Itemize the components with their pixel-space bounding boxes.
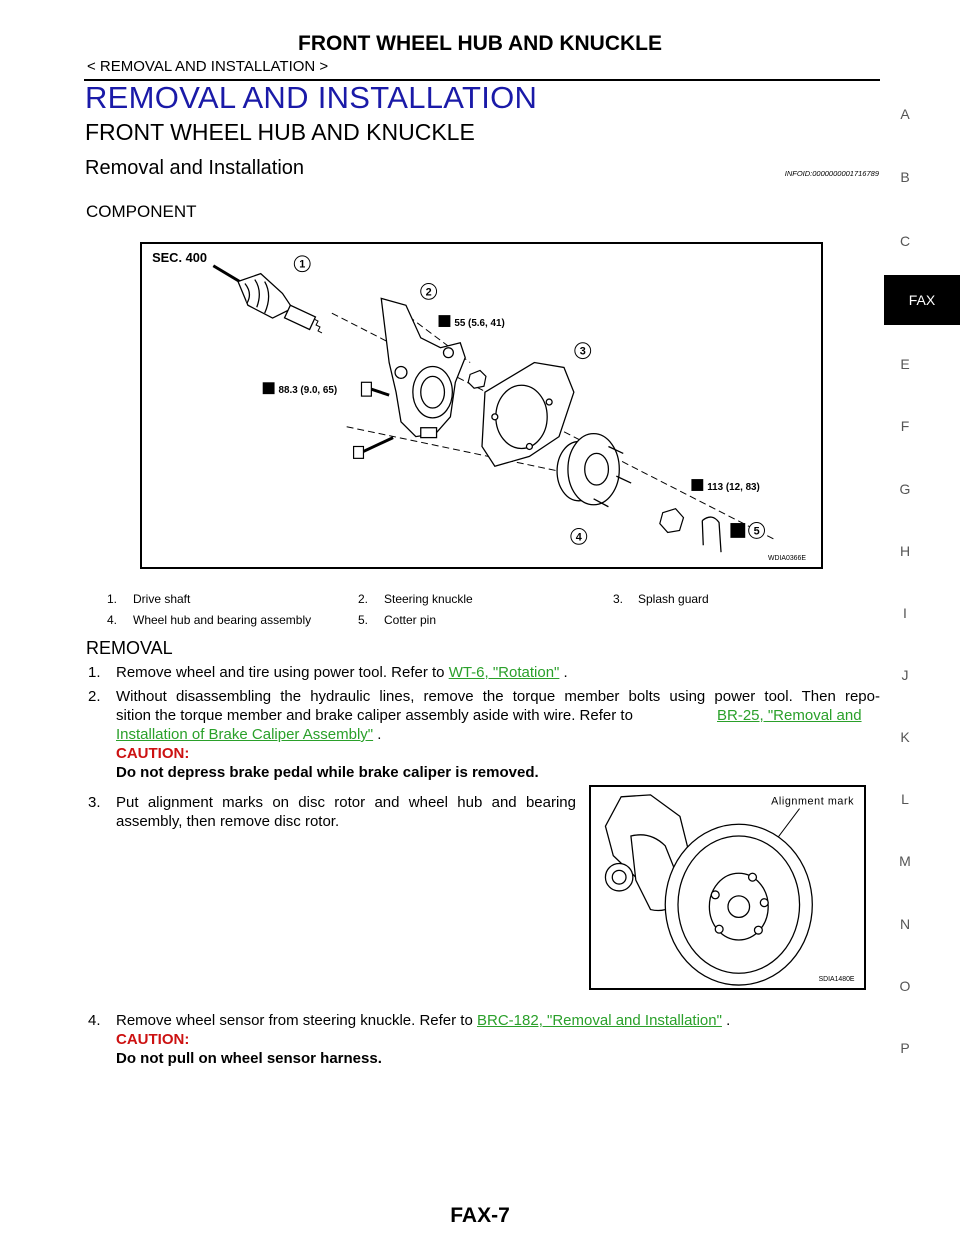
info-id: INFOID:0000000001716789 [784,169,879,178]
torque-wrench-icon [691,479,704,491]
step-4-link[interactable]: BRC-182, "Removal and Installation" [477,1012,722,1029]
side-index-e[interactable]: E [900,356,910,372]
step-4-number: 4. [88,1012,101,1029]
side-tab-active[interactable]: FAX [884,275,960,325]
side-index-l[interactable]: L [901,791,909,807]
step-1-after: . [559,664,568,681]
legend-num-1: 1. [107,592,118,606]
torque-bolt-label: 88.3 (9.0, 65) [262,382,338,396]
callout-4 [570,527,588,545]
legend-text-3: Splash guard [638,592,709,606]
figure-id: SDIA1480E [819,976,855,983]
step-4-caution-text: Do not pull on wheel sensor harness. [116,1050,382,1067]
step-4-after: . [721,1012,731,1029]
procedure-title: Removal and Installation [85,157,305,179]
legend-text-5: Cotter pin [384,613,437,627]
breadcrumb: < REMOVAL AND INSTALLATION > [87,58,329,75]
step-2-link-line: Installation of Brake Caliper Assembly" … [116,725,381,744]
steering-knuckle-illustration [380,297,466,439]
removal-label: REMOVAL [86,638,173,658]
svg-text:2: 2 [426,286,432,298]
side-index-c[interactable]: C [899,233,911,249]
side-index-j[interactable]: J [901,667,909,683]
callout-3 [574,342,592,360]
callout-2 [420,283,438,300]
disc-rotor-illustration [604,794,813,986]
page-number: FAX-7 [450,1204,510,1227]
side-index-i[interactable]: I [903,605,907,621]
step-2-link-part-1[interactable]: BR-25, "Removal and [717,707,862,724]
step-3-line-1: Put alignment marks on disc rotor and wh… [116,794,576,811]
callout-1 [293,255,311,273]
step-2-after: . [373,726,382,743]
component-label: COMPONENT [86,202,197,221]
wheel-hub-illustration [556,433,632,508]
step-2-caution-text: Do not depress brake pedal while brake c… [116,764,539,781]
step-1-text: Remove wheel and tire using power tool. … [116,664,445,681]
side-index-p[interactable]: P [900,1040,910,1056]
side-index-o[interactable]: O [899,978,911,994]
svg-text:3: 3 [580,346,586,358]
side-index-m[interactable]: M [899,853,911,869]
svg-text:4: 4 [576,531,582,543]
step-4-text: Remove wheel sensor from steering knuckl… [116,1012,473,1029]
side-index-f[interactable]: F [900,418,910,434]
legend-text-4: Wheel hub and bearing assembly [133,613,312,627]
step-2-number: 2. [88,688,101,705]
svg-text:55 (5.6, 41): 55 (5.6, 41) [454,318,504,329]
side-index-g[interactable]: G [899,481,911,497]
svg-text:113 (12, 83): 113 (12, 83) [707,482,760,493]
step-3-line-2: assembly, then remove disc rotor. [116,813,340,830]
figure-id: WDIA0366E [768,555,806,562]
side-index-h[interactable]: H [899,543,911,559]
bolt-illustration [352,369,685,534]
section-heading: REMOVAL AND INSTALLATION [85,80,538,115]
callout-5 [748,522,765,539]
side-index-k[interactable]: K [900,729,910,745]
step-2-caution-label: CAUTION: [116,745,190,762]
step-1-number: 1. [88,664,101,681]
torque-wrench-icon [438,315,451,327]
sec-label: SEC. 400 [152,250,207,265]
alignment-mark-label: Alignment mark [771,796,854,808]
step-4-caution-label: CAUTION: [116,1031,190,1048]
drive-shaft-illustration [212,264,323,334]
alignment-diagram: Alignment mark SDIA1480E [589,785,866,990]
legend-num-4: 4. [107,613,118,627]
legend-num-5: 5. [358,613,369,627]
splash-guard-illustration [481,361,575,467]
header-divider [84,79,880,81]
svg-text:5: 5 [754,525,760,537]
step-4: Remove wheel sensor from steering knuckl… [116,1011,730,1030]
sub-heading: FRONT WHEEL HUB AND KNUCKLE [85,119,475,145]
torque-nut-label: 113 (12, 83) [691,479,760,493]
page-title: FRONT WHEEL HUB AND KNUCKLE [298,32,662,55]
side-index-a[interactable]: A [900,106,910,122]
step-1-link[interactable]: WT-6, "Rotation" [448,664,560,681]
torque-knuckle-label: 55 (5.6, 41) [438,315,505,329]
torque-wrench-icon [262,382,275,395]
step-2-link-part-2[interactable]: Installation of Brake Caliper Assembly" [116,726,374,743]
side-index-n[interactable]: N [899,916,911,932]
legend-text-1: Drive shaft [133,592,191,606]
step-2-line-1: Without disassembling the hydraulic line… [116,688,880,705]
legend-num-3: 3. [613,592,624,606]
step-2-line-2: sition the torque member and brake calip… [116,707,633,724]
legend-num-2: 2. [358,592,369,606]
side-index-b[interactable]: B [900,169,910,185]
step-1: Remove wheel and tire using power tool. … [116,663,568,682]
replace-part-icon [730,523,746,538]
svg-text:88.3 (9.0, 65): 88.3 (9.0, 65) [279,385,338,396]
component-diagram: SEC. 400 [140,242,823,569]
svg-text:1: 1 [299,259,305,271]
step-3-number: 3. [88,794,101,811]
cotter-pin-illustration [701,516,722,553]
legend-text-2: Steering knuckle [384,592,473,606]
